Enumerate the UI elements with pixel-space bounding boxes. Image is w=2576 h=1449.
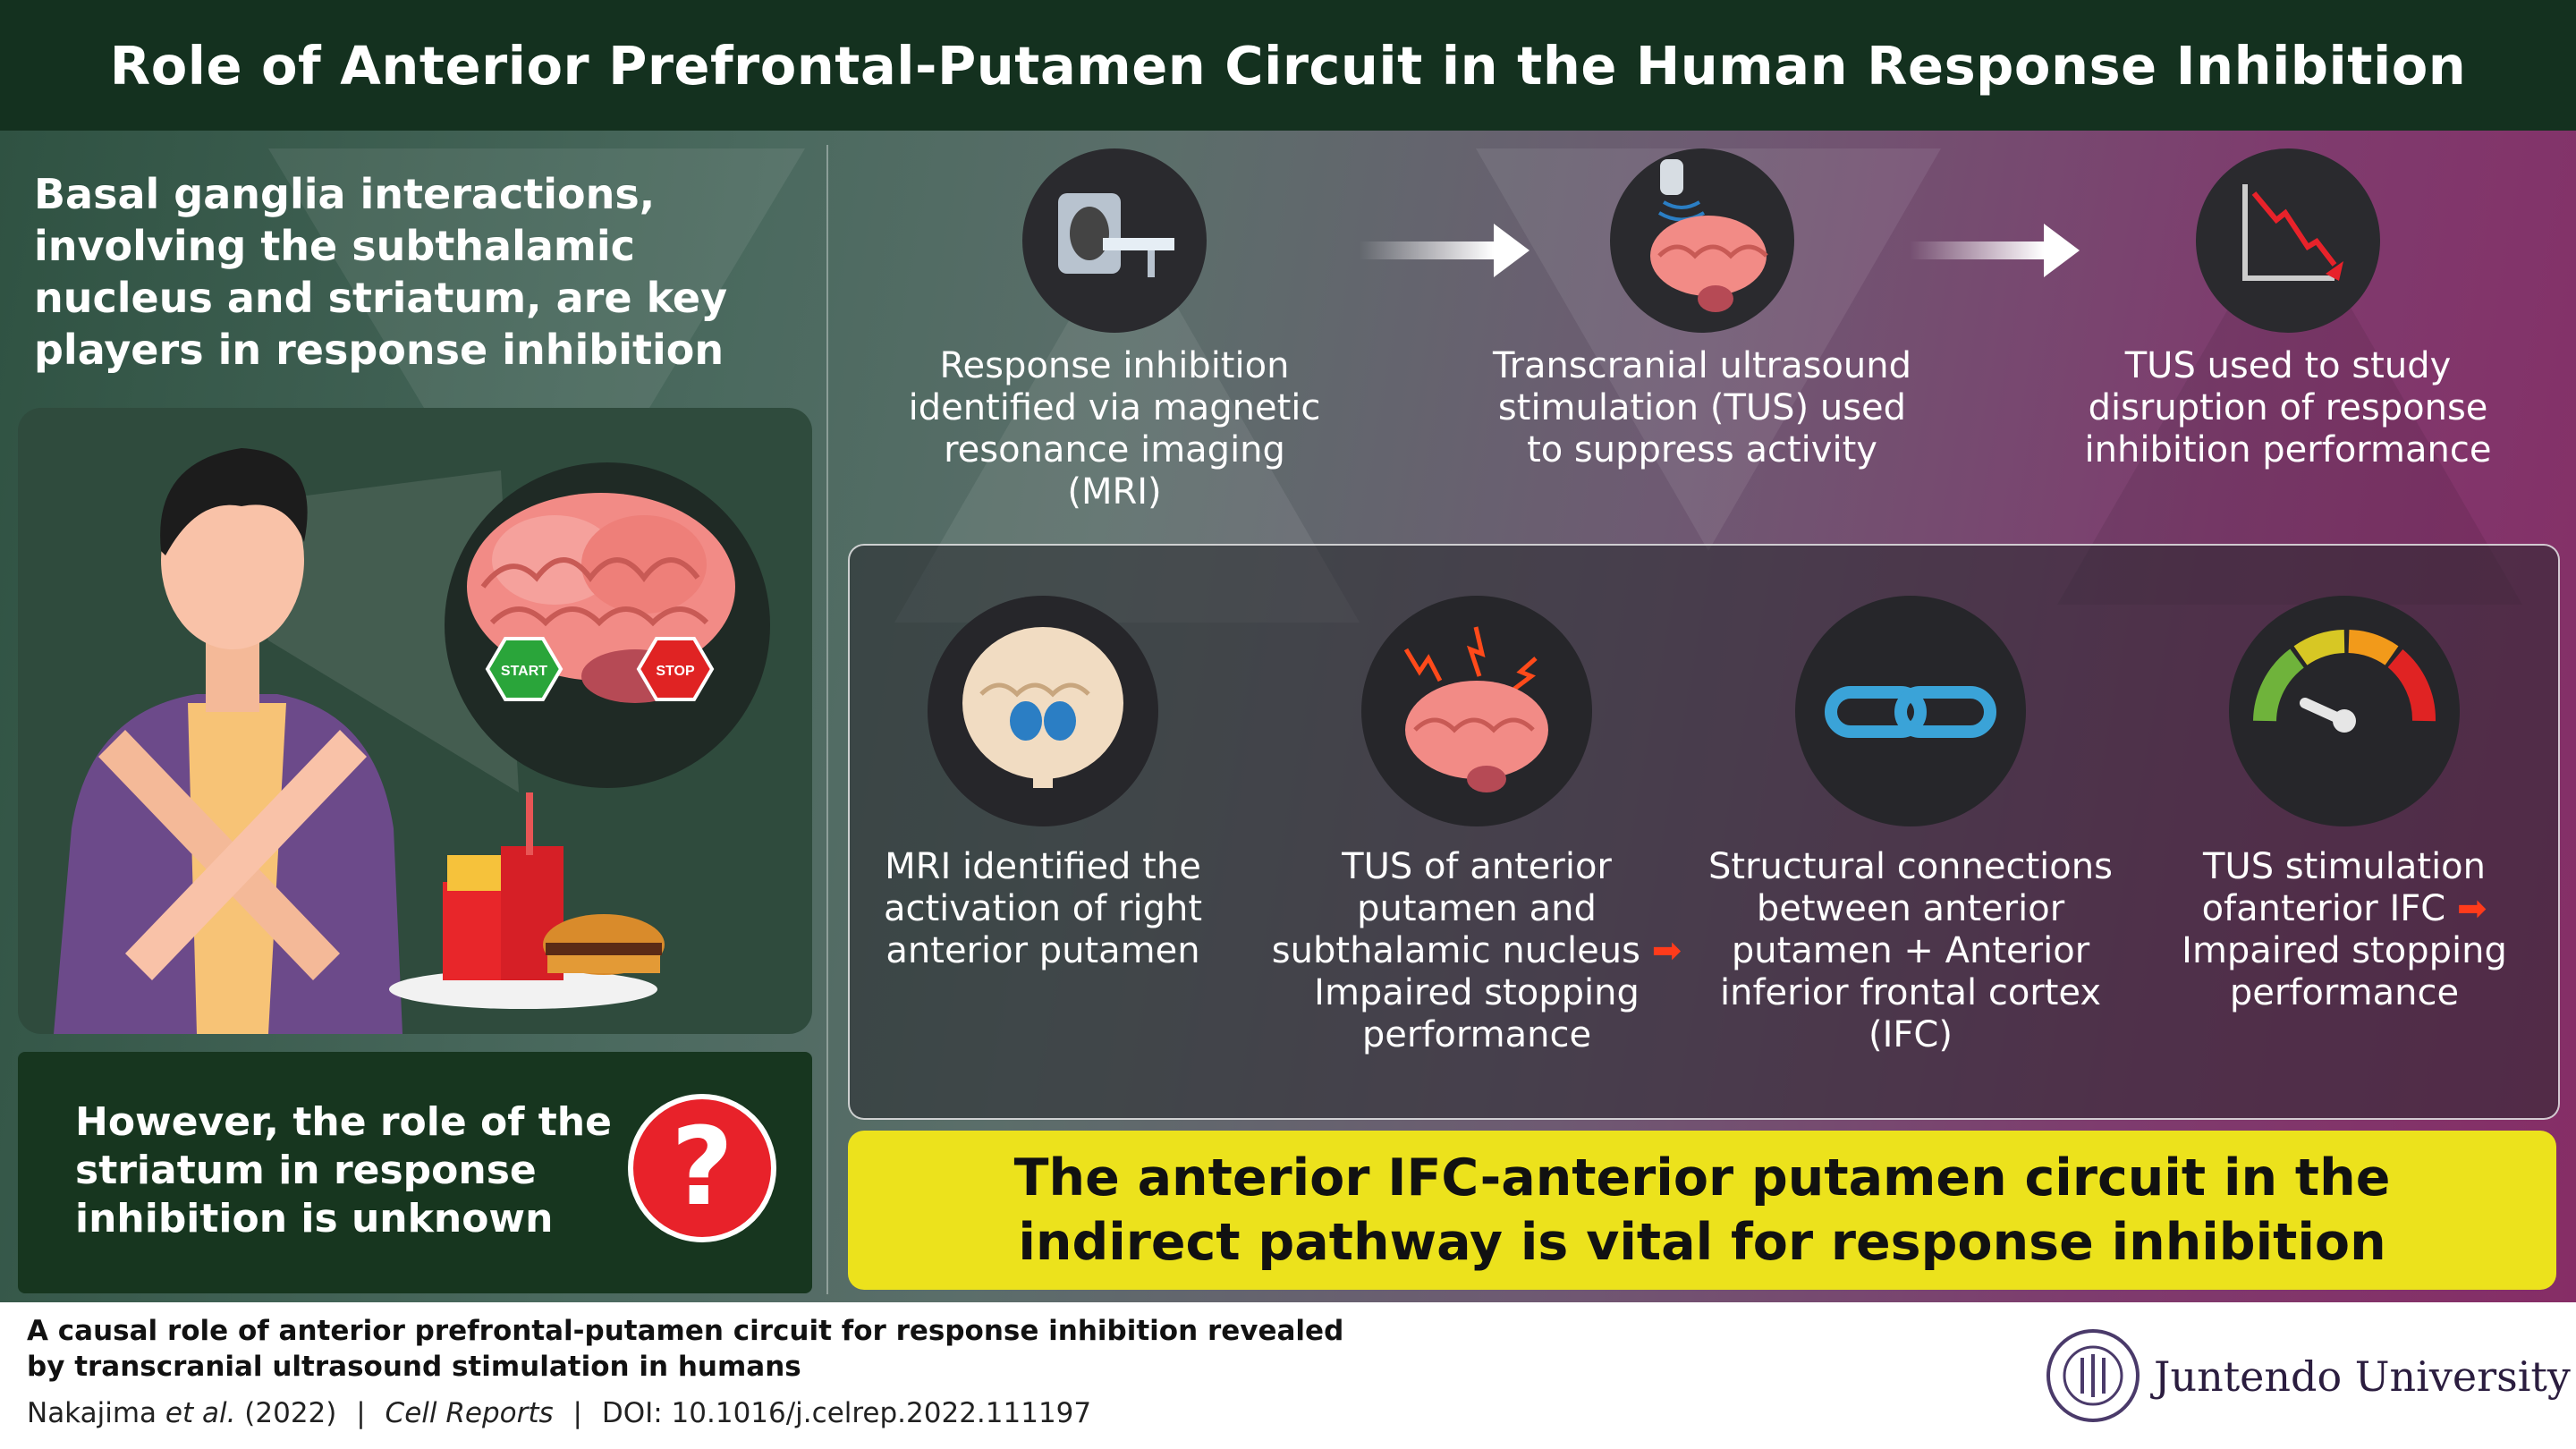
step-arrow-1 <box>1360 224 1530 281</box>
person-figure <box>54 448 402 1034</box>
citation-doi: DOI: 10.1016/j.celrep.2022.111197 <box>601 1397 1092 1429</box>
finding-4-text-before: TUS stimulation ofanterior IFC <box>2201 846 2486 929</box>
question-mark-symbol: ? <box>671 1106 733 1230</box>
column-divider <box>826 145 828 1294</box>
conclusion-banner: The anterior IFC-anterior putamen circui… <box>848 1131 2556 1290</box>
step-3-text: TUS used to study disruption of response… <box>2084 345 2492 470</box>
page-title: Role of Anterior Prefrontal-Putamen Circ… <box>109 34 2467 97</box>
step-2-circle <box>1610 148 1794 333</box>
step-2-text: Transcranial ultrasound stimulation (TUS… <box>1493 345 1911 470</box>
finding-4-text-after: Impaired stopping performance <box>2182 930 2507 1013</box>
stop-sign-icon: STOP <box>636 637 715 701</box>
person-scene: START STOP <box>18 408 812 1034</box>
finding-4-text: TUS stimulation ofanterior IFC ➡ Impaire… <box>2147 846 2542 1014</box>
finding-1-circle <box>928 596 1158 826</box>
declining-chart-icon <box>2242 184 2343 281</box>
citation-authors: Nakajima <box>27 1397 157 1429</box>
citation-etal: et al. <box>165 1397 236 1429</box>
step-1-text: Response inhibition identified via magne… <box>908 345 1321 513</box>
university-name: Juntendo University <box>2154 1352 2571 1401</box>
finding-2-text-before: TUS of anterior putamen and subthalamic … <box>1271 846 1640 971</box>
finding-2-text-after: Impaired stopping performance <box>1314 972 1640 1055</box>
chain-link-icon <box>1825 686 1996 738</box>
header-bar: Role of Anterior Prefrontal-Putamen Circ… <box>0 0 2576 131</box>
finding-2-text: TUS of anterior putamen and subthalamic … <box>1270 846 1683 1056</box>
ultrasound-brain-icon <box>1650 159 1768 312</box>
step-arrow-2 <box>1910 224 2080 281</box>
stimulated-brain-icon <box>1403 626 1548 792</box>
finding-4-circle <box>2229 596 2460 826</box>
finding-3-text: Structural connections between anterior … <box>1708 846 2113 1055</box>
citation-journal: Cell Reports <box>385 1397 554 1429</box>
start-sign-icon: START <box>485 637 564 701</box>
finding-3-circle <box>1795 596 2026 826</box>
citation-title: A causal role of anterior prefrontal-put… <box>27 1315 1344 1383</box>
red-arrow-icon: ➡ <box>2456 888 2487 929</box>
fast-food-icon <box>389 792 665 1009</box>
footer <box>0 1302 2576 1449</box>
citation-separator: | <box>356 1397 366 1429</box>
person-scene-illustration: START STOP <box>54 448 770 1034</box>
unknown-statement: However, the role of the striatum in res… <box>75 1099 612 1241</box>
brain-slice-icon <box>962 627 1123 788</box>
brain-icon <box>467 493 735 703</box>
gauge-icon <box>2253 630 2436 733</box>
red-arrow-icon: ➡ <box>1651 930 1682 971</box>
citation-line: Nakajima et al. (2022) | Cell Reports | … <box>27 1397 1091 1429</box>
conclusion-text: The anterior IFC-anterior putamen circui… <box>1013 1148 2391 1272</box>
step-1-circle <box>1022 148 1207 333</box>
mri-scanner-icon <box>1058 193 1174 277</box>
finding-1-text: MRI identified the activation of right a… <box>883 846 1203 971</box>
svg-text:STOP: STOP <box>656 664 695 679</box>
svg-text:START: START <box>501 664 547 679</box>
intro-statement: Basal ganglia interactions, involving th… <box>34 170 728 374</box>
university-seal-icon <box>2043 1326 2143 1429</box>
citation-separator: | <box>572 1397 582 1429</box>
question-mark-icon: ? <box>628 1094 776 1242</box>
step-3-circle <box>2196 148 2380 333</box>
finding-2-circle <box>1361 596 1592 826</box>
citation-year: (2022) <box>244 1397 337 1429</box>
